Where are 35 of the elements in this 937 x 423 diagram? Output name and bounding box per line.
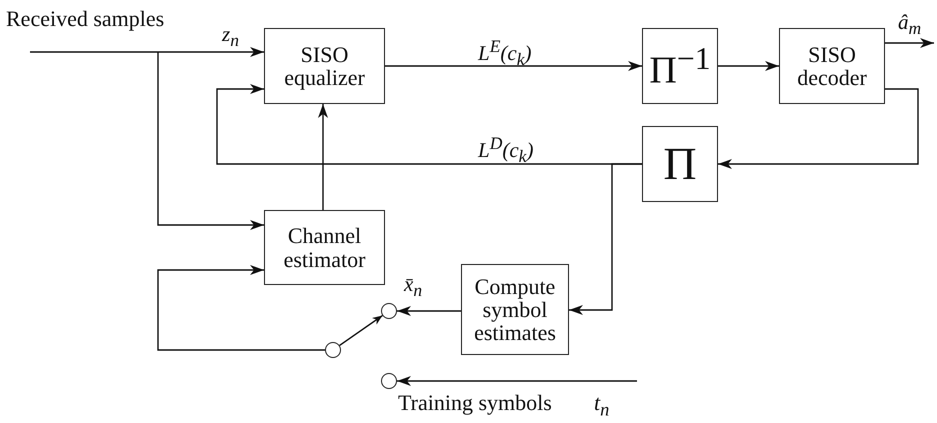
switch-terminal xyxy=(381,373,397,389)
edge-label: â$_{m}$ xyxy=(898,12,922,38)
block-label: Channel estimator xyxy=(282,224,366,271)
block-label: Compute symbol estimates xyxy=(473,274,557,344)
edge-label: x̄$_{n}$ xyxy=(404,274,422,300)
process-box xyxy=(264,210,385,285)
arrow xyxy=(569,163,642,315)
arrow xyxy=(718,88,919,169)
edge-label: z$_{n}$ xyxy=(222,24,239,50)
process-box xyxy=(264,28,385,104)
input-label: Received samples xyxy=(6,8,164,30)
arrow xyxy=(318,104,328,210)
switch-terminal xyxy=(381,303,397,319)
arrow xyxy=(397,376,637,386)
input-label: Training symbols xyxy=(398,392,552,414)
block-label: SISO equalizer xyxy=(283,42,366,90)
arrow xyxy=(30,47,264,57)
arrow xyxy=(385,61,642,71)
arrow xyxy=(718,61,779,71)
interleaver-block xyxy=(642,126,718,202)
block-label: SISO decoder xyxy=(796,42,868,90)
switch-arm xyxy=(339,315,383,346)
interleaver-symbol: Π xyxy=(663,141,697,187)
arrow xyxy=(885,38,934,48)
switch-terminal xyxy=(325,342,341,358)
interleaver-block xyxy=(642,28,718,104)
process-box xyxy=(461,264,569,355)
arrow xyxy=(397,306,461,316)
interleaver-symbol: Π$^{−1}$ xyxy=(649,42,711,90)
edge-label: L$^{E}$(c$_{k}$) xyxy=(478,38,532,69)
signal-label: t$_{n}$ xyxy=(594,392,610,419)
arrow xyxy=(157,52,264,230)
arrow xyxy=(157,265,325,351)
process-box xyxy=(779,28,885,104)
edge-label: L$^{D}$(c$_{k}$) xyxy=(478,135,534,166)
